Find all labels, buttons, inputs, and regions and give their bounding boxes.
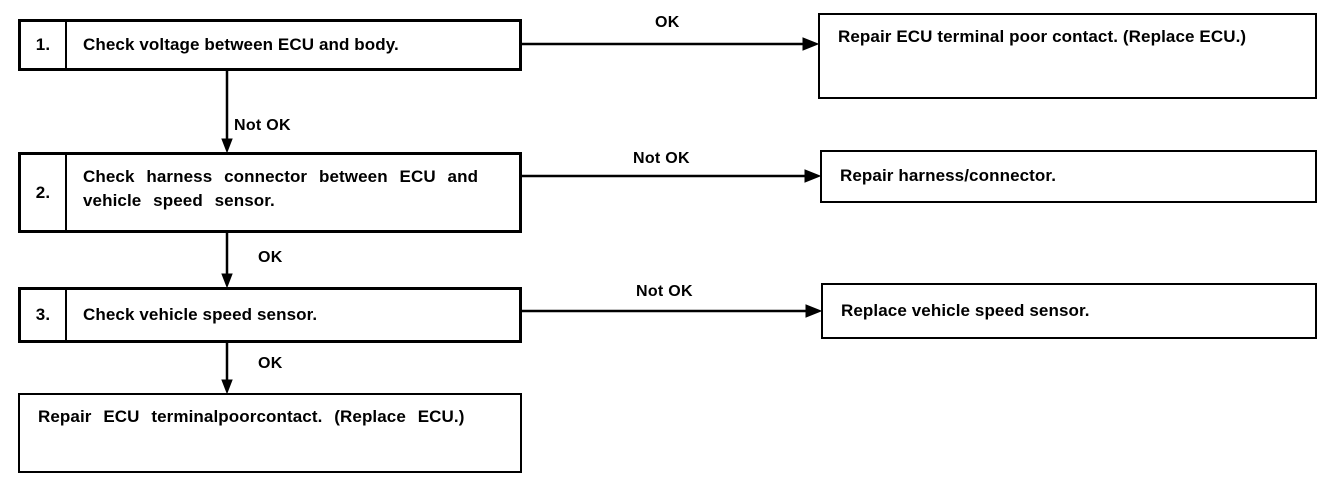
arrowhead-step3-to-result3 xyxy=(805,304,823,318)
step-number-2: 2. xyxy=(21,155,67,230)
result-text-1: Repair ECU terminal poor contact. (Repla… xyxy=(838,27,1247,46)
arrowhead-step1-to-step2 xyxy=(221,138,233,154)
step-text-2: Check harness connector between ECU and … xyxy=(83,167,479,211)
result-text-2: Repair harness/connector. xyxy=(840,166,1057,186)
step-text-3: Check vehicle speed sensor. xyxy=(83,304,318,324)
step-box-2[interactable]: 2. Check harness connector between ECU a… xyxy=(18,152,522,233)
edge-label-step2-right: Not OK xyxy=(633,150,690,167)
result-text-3: Replace vehicle speed sensor. xyxy=(841,300,1090,320)
edge-label-step3-down: OK xyxy=(258,355,283,372)
step-number-1: 1. xyxy=(21,22,67,68)
edge-label-step1-down: Not OK xyxy=(234,117,291,134)
arrowhead-step2-to-result2 xyxy=(804,169,822,183)
result-box-1[interactable]: Repair ECU terminal poor contact. (Repla… xyxy=(818,13,1317,99)
result-box-2[interactable]: Repair harness/connector. xyxy=(820,150,1317,203)
edge-label-step1-right: OK xyxy=(655,14,680,31)
final-result-text: Repair ECU terminalpoorcontact. (Replace… xyxy=(38,407,465,426)
edge-label-step3-right: Not OK xyxy=(636,283,693,300)
edge-label-step2-down: OK xyxy=(258,249,283,266)
step-text-1: Check voltage between ECU and body. xyxy=(83,34,399,54)
arrowhead-step3-to-final xyxy=(221,379,233,395)
arrowhead-step2-to-step3 xyxy=(221,273,233,289)
result-box-3[interactable]: Replace vehicle speed sensor. xyxy=(821,283,1317,339)
step-number-3: 3. xyxy=(21,290,67,340)
step-box-3[interactable]: 3. Check vehicle speed sensor. xyxy=(18,287,522,343)
step-box-1[interactable]: 1. Check voltage between ECU and body. xyxy=(18,19,522,71)
arrowhead-step1-to-result1 xyxy=(802,37,820,51)
final-result-box[interactable]: Repair ECU terminalpoorcontact. (Replace… xyxy=(18,393,522,473)
